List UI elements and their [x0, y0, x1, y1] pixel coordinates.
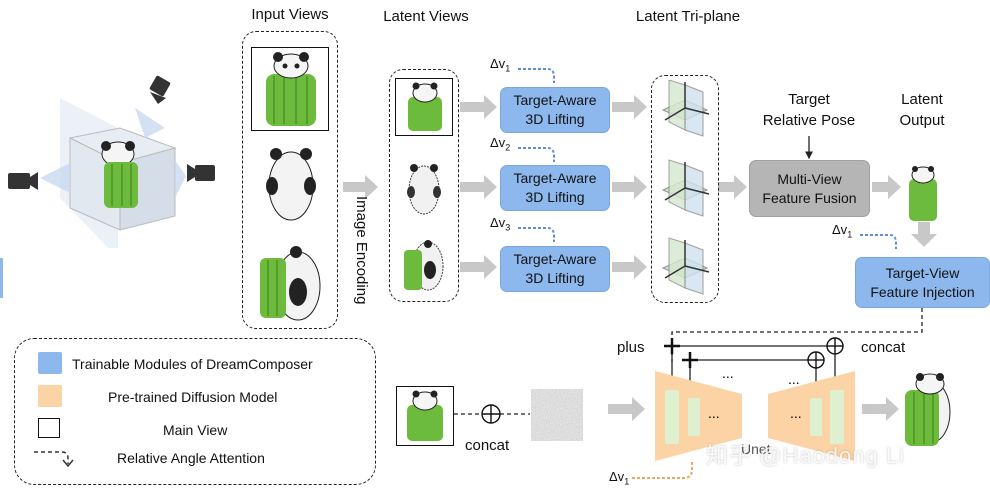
legend-swatch-relative-angle [34, 451, 74, 468]
input-view-back [266, 148, 316, 221]
heading-latent-views: Latent Views [383, 8, 469, 25]
watermark: 知乎 @Haodong Li [706, 443, 905, 468]
latent-view-2 [407, 164, 441, 215]
legend-label-trainable: Trainable Modules of DreamComposer [72, 356, 313, 372]
multi-view-feature-fusion: Multi-View Feature Fusion [749, 160, 870, 217]
angle-label-dv-unet: Δv1 [609, 469, 630, 487]
flow-arrows [343, 95, 937, 421]
unet-label: Unet [741, 441, 771, 457]
svg-text:...: ... [788, 371, 800, 387]
svg-text:...: ... [722, 366, 734, 381]
svg-text:...: ... [708, 405, 720, 421]
legend-swatch-trainable [38, 352, 62, 374]
concat-label-top: concat [861, 339, 906, 356]
latent-view-1 [408, 82, 442, 131]
triplane-icon [661, 80, 710, 137]
triplane-icons [661, 80, 710, 295]
cropped-blue-edge [0, 258, 3, 298]
heading-latent-output: Latent Output [899, 91, 945, 129]
angle-label-dv3: Δv3 [490, 215, 511, 233]
latent-main-view-frame [395, 78, 453, 136]
legend-label-relative-angle: Relative Angle Attention [117, 450, 265, 466]
legend [14, 338, 376, 485]
final-output-image [905, 373, 951, 446]
target-aware-3d-lifting-3: Target-Aware 3D Lifting [500, 246, 610, 292]
latent-output-image [909, 166, 937, 221]
svg-text:...: ... [790, 405, 802, 421]
target-view-feature-injection: Target-View Feature Injection [855, 257, 990, 308]
latent-views-group [389, 69, 459, 302]
heading-latent-triplane: Latent Tri-plane [635, 8, 741, 25]
main-view-frame [251, 47, 329, 131]
concat-label-bottom: concat [465, 437, 510, 454]
angle-label-dv2: Δv2 [490, 135, 511, 153]
legend-label-pretrained: Pre-trained Diffusion Model [108, 389, 278, 405]
legend-label-main-view: Main View [163, 422, 228, 438]
relative-angle-hooks [518, 68, 897, 249]
latent-view-3 [404, 240, 444, 291]
multi-view-camera-scene [8, 75, 215, 248]
image-encoding-label: Image Encoding [353, 196, 370, 305]
unet-diffusion-model: ... ... ... ... [655, 366, 855, 461]
angle-label-dv1: Δv1 [490, 56, 511, 74]
bottom-main-view [407, 390, 443, 441]
legend-swatch-main-view [38, 418, 60, 438]
target-aware-3d-lifting-1: Target-Aware 3D Lifting [500, 87, 610, 133]
input-view-front [266, 52, 316, 126]
input-views-group [242, 31, 338, 329]
relative-angle-hook-unet [632, 462, 693, 479]
noise-latent [531, 389, 583, 441]
heading-target-relative-pose: Target Relative Pose [762, 91, 856, 129]
latent-triplane-group [651, 75, 719, 303]
heading-input-views: Input Views [251, 6, 329, 23]
plus-label: plus [617, 339, 645, 356]
angle-label-dv-output: Δv1 [832, 222, 853, 240]
bottom-main-view-frame [396, 386, 454, 446]
target-aware-3d-lifting-2: Target-Aware 3D Lifting [500, 165, 610, 211]
legend-swatch-pretrained [38, 385, 62, 407]
input-view-side [260, 246, 321, 321]
